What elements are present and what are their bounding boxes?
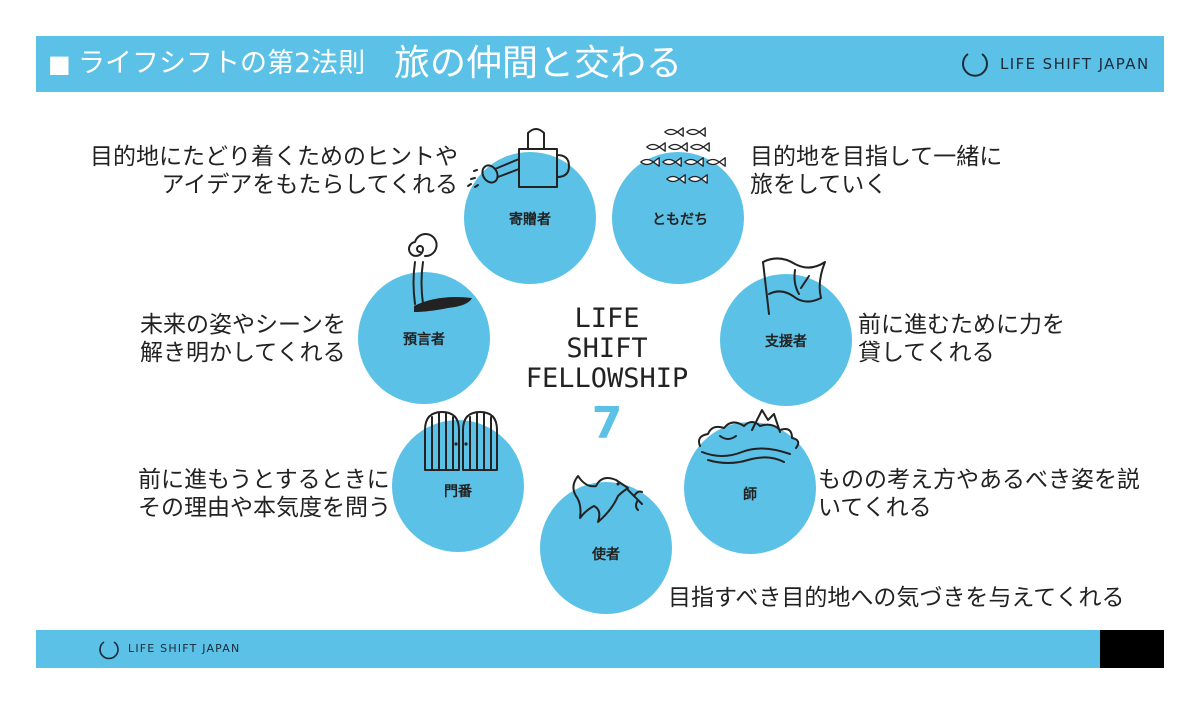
circle-prophet	[358, 272, 490, 404]
circle-friends	[612, 152, 744, 284]
role-label-friends: ともだち	[652, 212, 708, 228]
header-marker: ■	[48, 50, 71, 78]
mountain-icon	[698, 409, 800, 464]
role-label-gatekeeper: 門番	[444, 484, 472, 500]
role-desc-line: いてくれる	[818, 495, 932, 521]
role-desc-line: 貸してくれる	[858, 340, 995, 366]
footer-logo-text: LIFE SHIFT JAPAN	[128, 642, 241, 655]
header-logo-text: LIFE SHIFT JAPAN	[1000, 55, 1150, 73]
footer-bar: LIFE SHIFT JAPAN	[36, 630, 1100, 668]
role-desc-line: ものの考え方やあるべき姿を説	[818, 467, 1140, 493]
logo-ring-icon	[99, 641, 119, 660]
role-desc-mentor: ものの考え方やあるべき姿を説 いてくれる	[818, 466, 1140, 522]
circle-messenger	[540, 482, 672, 614]
footer-black-block	[1100, 630, 1164, 668]
role-desc-line: その理由や本気度を問う	[138, 495, 391, 521]
role-desc-line: 目的地にたどり着くためのヒントや	[90, 144, 458, 170]
role-desc-donor: 目的地にたどり着くためのヒントや アイデアをもたらしてくれる	[90, 143, 458, 199]
role-label-prophet: 預言者	[403, 332, 445, 348]
spiral-smoke-icon	[408, 233, 472, 312]
gate-icon	[424, 411, 498, 471]
role-desc-friends: 目的地を目指して一緒に 旅をしていく	[750, 143, 1002, 199]
header-law-label: ライフシフトの第2法則	[78, 48, 366, 79]
role-desc-gatekeeper: 前に進もうとするときに その理由や本気度を問う	[138, 466, 391, 522]
role-desc-line: 目的地を目指して一緒に	[750, 144, 1003, 170]
circle-mentor	[684, 422, 816, 554]
role-desc-line: 前に進もうとするときに	[138, 467, 390, 493]
role-label-donor: 寄贈者	[509, 212, 551, 228]
role-desc-supporter: 前に進むために力を 貸してくれる	[858, 311, 1065, 367]
center-title-line: SHIFT	[566, 333, 648, 364]
role-label-messenger: 使者	[592, 547, 620, 563]
footer-logo: LIFE SHIFT JAPAN	[98, 639, 268, 660]
center-number: 7	[591, 398, 623, 449]
fish-school-icon	[638, 124, 730, 194]
header-bar: ■ ライフシフトの第2法則 旅の仲間と交わる LIFE SHIFT JAPAN	[36, 36, 1164, 92]
center-title: LIFE SHIFT FELLOWSHIP	[504, 304, 710, 394]
dove-icon	[572, 475, 643, 523]
role-desc-line: 旅をしていく	[750, 172, 888, 198]
role-desc-line: 前に進むために力を	[858, 312, 1065, 338]
logo-ring-icon	[962, 53, 988, 77]
circle-supporter	[720, 274, 852, 406]
flag-icon	[762, 257, 826, 315]
watering-can-icon	[467, 128, 570, 188]
header-logo: LIFE SHIFT JAPAN	[960, 48, 1156, 80]
role-desc-line: 目指すべき目的地への気づきを与えてくれる	[668, 585, 1125, 611]
role-desc-line: 解き明かしてくれる	[140, 340, 346, 366]
role-desc-messenger: 目指すべき目的地への気づきを与えてくれる	[668, 584, 1125, 612]
circle-donor	[464, 152, 596, 284]
role-desc-prophet: 未来の姿やシーンを 解き明かしてくれる	[140, 311, 346, 367]
center-title-line: FELLOWSHIP	[525, 363, 689, 394]
center-title-line: LIFE	[574, 303, 640, 334]
page-title: 旅の仲間と交わる	[394, 43, 683, 84]
role-label-supporter: 支援者	[765, 334, 807, 350]
role-desc-line: 未来の姿やシーンを	[140, 312, 346, 338]
role-desc-line: アイデアをもたらしてくれる	[161, 172, 458, 198]
role-label-mentor: 師	[743, 487, 757, 503]
